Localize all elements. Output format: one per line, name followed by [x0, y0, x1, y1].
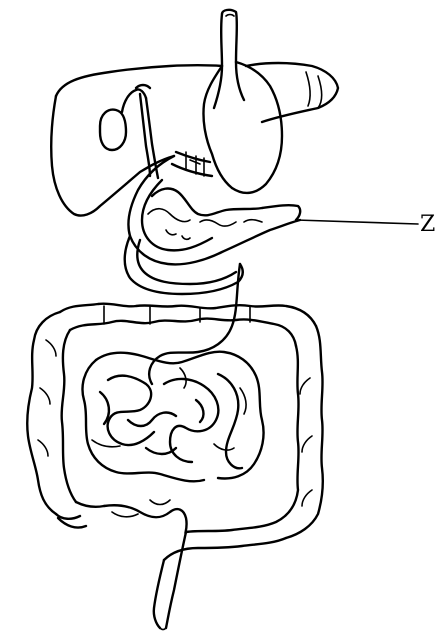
small-intestine [83, 264, 264, 481]
label-z: Z [420, 212, 435, 237]
gallbladder [100, 85, 158, 178]
rectum [154, 532, 186, 630]
esophagus [214, 10, 244, 108]
stomach [172, 62, 282, 193]
liver [51, 63, 338, 216]
label-z-pointer [296, 220, 418, 224]
caecum [56, 500, 187, 533]
large-intestine [27, 304, 323, 560]
